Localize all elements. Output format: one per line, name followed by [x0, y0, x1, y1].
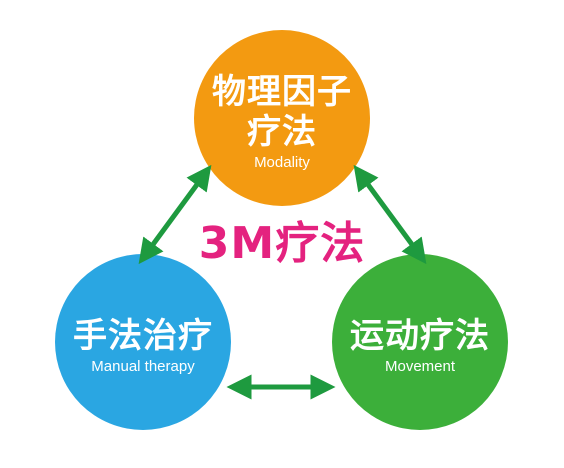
movement-label-en: Movement — [384, 358, 456, 375]
modality-title-line1: 物理因子 — [212, 72, 352, 112]
center-title: 3M疗法 — [198, 218, 366, 269]
modality-circle — [194, 30, 370, 206]
arrow-modality-movement — [353, 164, 427, 265]
movement-circle — [332, 254, 508, 430]
movement-title: 运动疗法 — [350, 316, 490, 356]
manual-label-en: Manual therapy — [91, 358, 195, 375]
modality-title-line2: 疗法 — [247, 112, 317, 152]
manual-circle — [55, 254, 231, 430]
manual-node-text: 手法治疗 Manual therapy — [55, 316, 231, 376]
arrow-modality-manual — [138, 164, 212, 265]
movement-node-text: 运动疗法 Movement — [332, 316, 508, 376]
modality-label-en: Modality — [254, 154, 310, 171]
manual-title: 手法治疗 — [73, 316, 213, 356]
modality-node-text: 物理因子 疗法 Modality — [194, 72, 370, 172]
